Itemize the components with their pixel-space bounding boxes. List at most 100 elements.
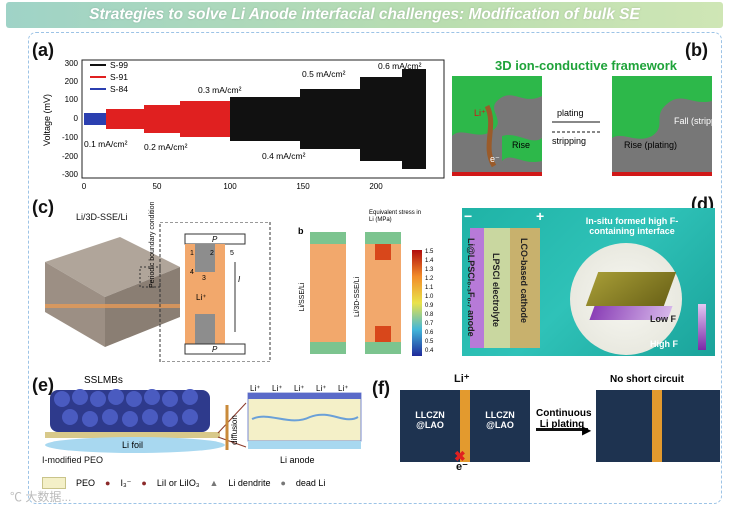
electrolyte-layer	[484, 228, 510, 348]
y-tick: 300	[65, 59, 79, 68]
series-s99-band-4	[402, 69, 426, 169]
series-s91-band-3	[180, 101, 230, 137]
process-arrow	[536, 428, 588, 431]
y-tick: -200	[62, 152, 79, 161]
rise-plating: Rise (plating)	[624, 140, 677, 150]
peo-layer	[45, 432, 220, 438]
y-tick: -300	[62, 170, 79, 179]
annotation: 0.1 mA/cm²	[84, 139, 128, 149]
panel-c-label: (c)	[32, 197, 54, 217]
y-tick: 0	[74, 114, 79, 123]
anode-layer	[470, 228, 484, 348]
legend-s99: S-99	[110, 60, 128, 70]
panel-b-label: (b)	[685, 40, 708, 60]
series-s99-band-2	[300, 89, 360, 149]
panel-f-label: (f)	[372, 378, 390, 398]
boundary-label: Periodic boundary condition	[149, 201, 156, 288]
cbar-tick: 0.4	[425, 348, 434, 354]
plating-label: plating	[557, 108, 584, 118]
bar1-label: Li/SSE/Li	[299, 282, 306, 311]
block-text-1: LLCZN @LAO	[415, 410, 445, 430]
cathode-text: LCO-based cathode	[519, 238, 529, 324]
panel-b-diagram: Li⁺ Rise e⁻ plating stripping Rise (plat…	[452, 76, 717, 176]
li-anode-label: Li anode	[280, 455, 315, 465]
li-ion: Li⁺	[272, 385, 282, 393]
zoom-box	[159, 222, 271, 362]
cube-label: Li/3D-SSE/Li	[76, 212, 128, 222]
li-ion: Li⁺	[196, 293, 206, 302]
result-label: No short circuit	[610, 374, 684, 385]
block-text-2: LLCZN @LAO	[485, 410, 515, 430]
lii-dot: ●	[141, 478, 147, 488]
subfig-b: b	[298, 226, 304, 236]
cathode-layer	[510, 228, 540, 348]
cbar-tick: 1.4	[425, 258, 434, 264]
annotation: 0.2 mA/cm²	[144, 142, 188, 152]
panel-e-diagram: Li foil diffusion Li⁺ Li⁺ Li⁺ Li⁺ Li⁺ Li…	[45, 385, 362, 465]
current-label: I	[238, 275, 241, 284]
x-tick: 50	[153, 182, 162, 191]
legend-lii: LiI or LiIO₃	[156, 478, 200, 488]
header-banner: Strategies to solve Li Anode interfacial…	[6, 2, 723, 28]
annotation: 0.3 mA/cm²	[198, 85, 242, 95]
arrow-head: ▶	[582, 423, 592, 437]
color-bar	[412, 250, 422, 356]
header-title: Strategies to solve Li Anode interfacial…	[89, 6, 640, 23]
num-1: 1	[190, 250, 194, 257]
electrolyte-text: LPSCl electrolyte	[491, 253, 501, 328]
dead-li-icon: ●	[280, 478, 286, 488]
li-ion: Li⁺	[316, 385, 326, 393]
y-axis-label: Voltage (mV)	[42, 94, 52, 146]
stripping-label: stripping	[552, 136, 586, 146]
anode-text: Li@LPSCl₀.₃F₀.₇ anode	[466, 238, 476, 337]
legend-peo: PEO	[76, 478, 96, 488]
legend-i3: I₃⁻	[120, 477, 132, 488]
i3-dot: ●	[105, 478, 111, 488]
series-s99-band-3	[360, 77, 402, 161]
interface-surface	[585, 272, 677, 306]
e-label: e⁻	[456, 461, 468, 473]
p-bottom: P	[212, 345, 218, 354]
plus-terminal: +	[536, 208, 545, 224]
chart-frame	[81, 59, 445, 179]
cbar-tick: 1.5	[425, 249, 434, 255]
sslmbs-title: SSLMBs	[84, 375, 123, 386]
li-foil	[45, 437, 225, 453]
annotation: 0.6 mA/cm²	[378, 61, 422, 71]
p-top: P	[212, 235, 218, 244]
high-f: High F	[650, 339, 678, 349]
series-s99-band-1	[230, 97, 300, 141]
minus-terminal: −	[464, 208, 473, 224]
cube-top	[45, 237, 180, 297]
series-s91-band-1	[106, 109, 144, 129]
cbar-tick: 0.5	[425, 339, 434, 345]
cbar-tick: 1.0	[425, 294, 434, 300]
cbar-tick: 1.1	[425, 285, 434, 291]
cbar-title: Equivalent stress in Li (MPa)	[369, 210, 422, 223]
blocked-icon: ✖	[454, 448, 466, 464]
panel-e-legend: PEO ● I₃⁻ ● LiI or LiIO₃ ▲ Li dendrite ●…	[42, 477, 325, 489]
num-4: 4	[190, 269, 194, 276]
cbar-tick: 0.9	[425, 303, 434, 309]
low-f: Low F	[650, 314, 676, 324]
cbar-tick: 1.2	[425, 276, 434, 282]
annotation: 0.5 mA/cm²	[302, 69, 346, 79]
continuous-label: Continuous Li plating	[536, 408, 592, 430]
li-path	[484, 104, 497, 168]
panel-a-chart: Voltage (mV) 300 200 100 0 -100 -200 -30…	[42, 59, 445, 191]
panel-b-title: 3D ion-conductive framework	[495, 58, 678, 73]
f-gradient-arrow	[698, 304, 706, 350]
x-tick: 200	[369, 182, 383, 191]
bar2-label: Li/3D-SSE/Li	[354, 277, 361, 318]
x-tick: 0	[82, 182, 87, 191]
cbar-tick: 1.3	[425, 267, 434, 273]
panel-e-label: (e)	[32, 375, 54, 395]
legend-dead-li: dead Li	[295, 478, 326, 488]
dendrite-channel	[460, 390, 470, 462]
li-ion: Li⁺	[338, 385, 348, 393]
peo-label: I-modified PEO	[42, 455, 104, 465]
li-label: Li⁺	[454, 373, 470, 385]
y-tick: -100	[62, 133, 79, 142]
li-label: Li⁺	[474, 108, 486, 118]
annotation: 0.4 mA/cm²	[262, 151, 306, 161]
